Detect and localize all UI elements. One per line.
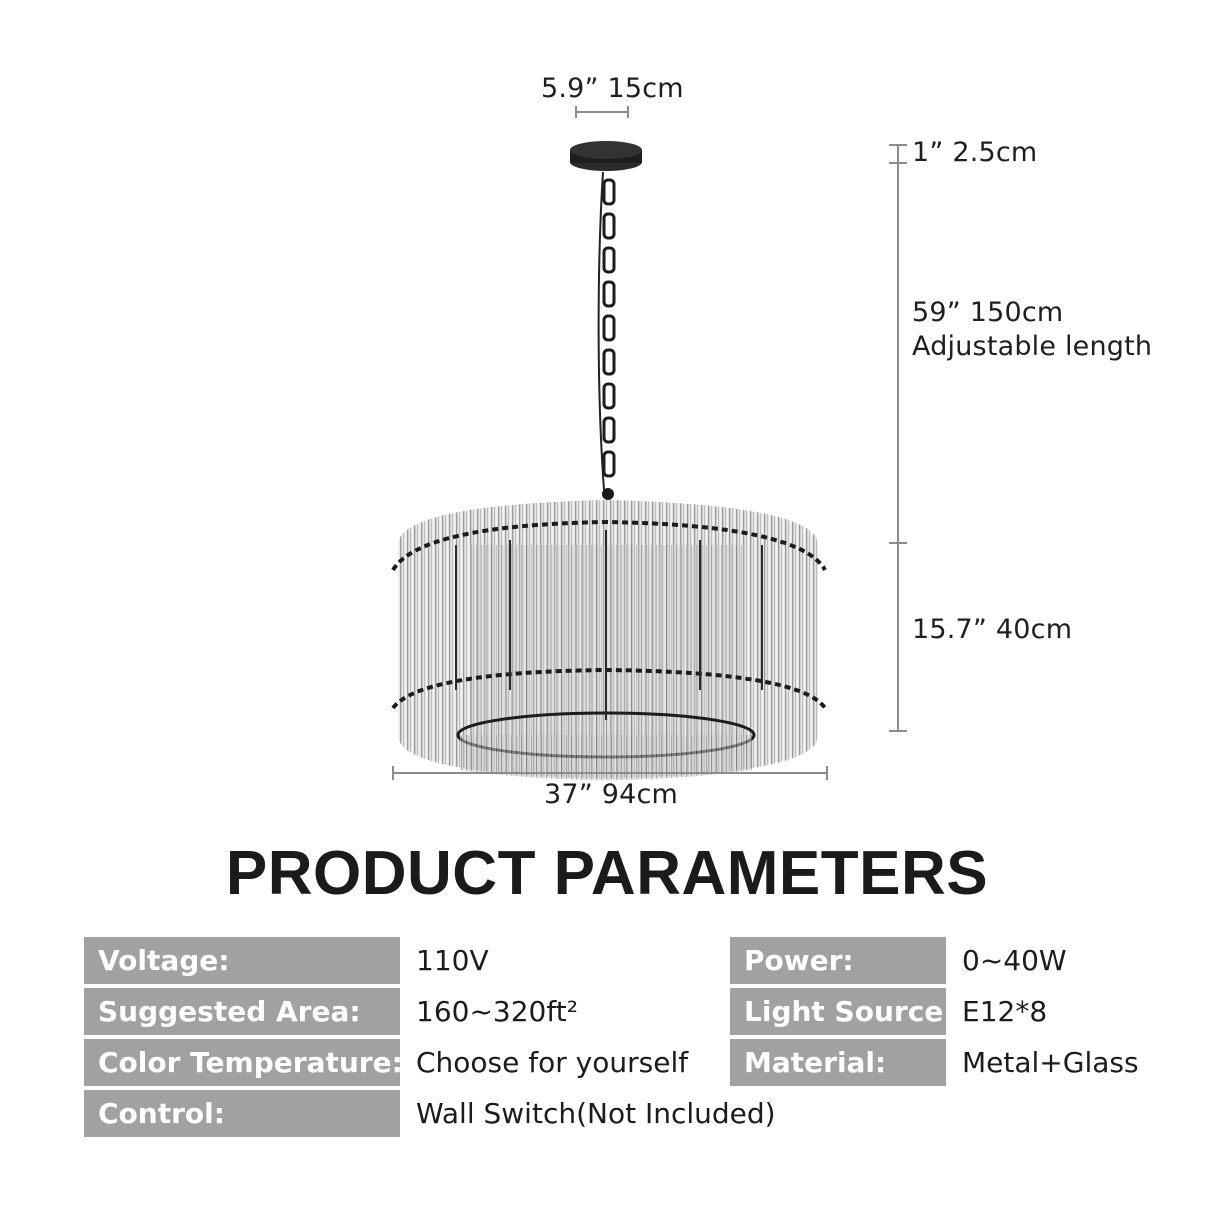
canopy-width-label: 5.9” 15cm (541, 73, 684, 104)
product-illustration (391, 141, 827, 780)
parameters-title: PRODUCT PARAMETERS (225, 839, 989, 908)
param-label-voltage: Voltage: (84, 937, 400, 984)
canopy-height-label: 1” 2.5cm (912, 137, 1038, 168)
chain-length-label: 59” 150cm (912, 297, 1064, 328)
param-label-control: Control: (84, 1090, 400, 1137)
param-label-material: Material: (730, 1039, 946, 1086)
param-value-light-source: E12*8 (962, 995, 1048, 1028)
param-label-suggested-area: Suggested Area: (84, 988, 400, 1035)
param-value-suggested-area: 160~320ft² (416, 995, 578, 1028)
param-label-color-temperature: Color Temperature: (84, 1039, 403, 1086)
chain-note-label: Adjustable length (912, 331, 1153, 362)
param-label-light-source: Light Source: (730, 988, 954, 1035)
param-value-control: Wall Switch(Not Included) (416, 1097, 776, 1130)
param-value-material: Metal+Glass (962, 1046, 1139, 1079)
body-height-label: 15.7” 40cm (912, 614, 1073, 645)
param-label-power: Power: (730, 937, 946, 984)
chandelier-icon (391, 141, 827, 780)
param-value-color-temperature: Choose for yourself (416, 1046, 689, 1079)
body-width-label: 37” 94cm (544, 779, 679, 810)
param-value-power: 0~40W (962, 944, 1067, 977)
param-value-voltage: 110V (416, 944, 489, 977)
